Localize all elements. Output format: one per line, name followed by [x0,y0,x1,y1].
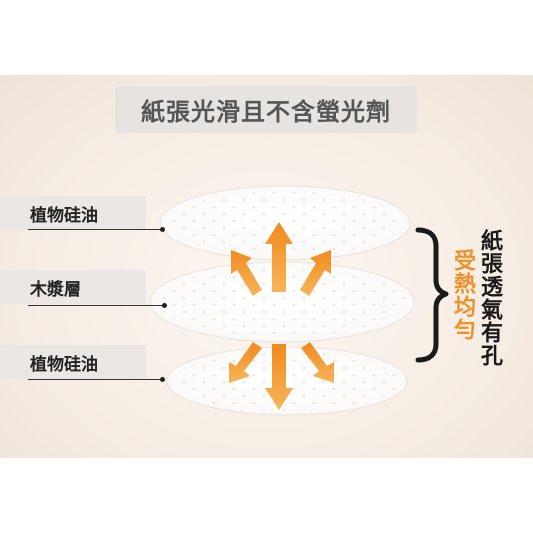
label-top-text: 植物硅油 [30,205,98,226]
leader-line-top [28,229,162,230]
label-middle-text: 木漿層 [30,279,81,300]
side-text-black: 紙張透氣有孔 [477,229,502,367]
leader-dot-top [160,227,165,232]
bracket-icon [415,227,449,363]
paper-disc-top [159,185,411,261]
leader-line-bottom [28,379,162,380]
side-text-orange: 受熱均勻 [450,249,475,341]
leader-line-middle [28,305,164,306]
heat-arrow-icon [229,222,334,410]
paper-disc-bottom [166,346,408,416]
label-bottom-text: 植物硅油 [30,354,98,375]
leader-dot-bottom [160,377,165,382]
label-middle-layer: 木漿層 [0,270,146,304]
label-top-layer: 植物硅油 [0,196,146,230]
page-title: 紙張光滑且不含螢光劑 [141,98,391,126]
title-banner: 紙張光滑且不含螢光劑 [115,86,417,133]
leader-dot-middle [162,303,167,308]
paper-disc-middle [149,261,415,343]
label-bottom-layer: 植物硅油 [0,345,146,379]
